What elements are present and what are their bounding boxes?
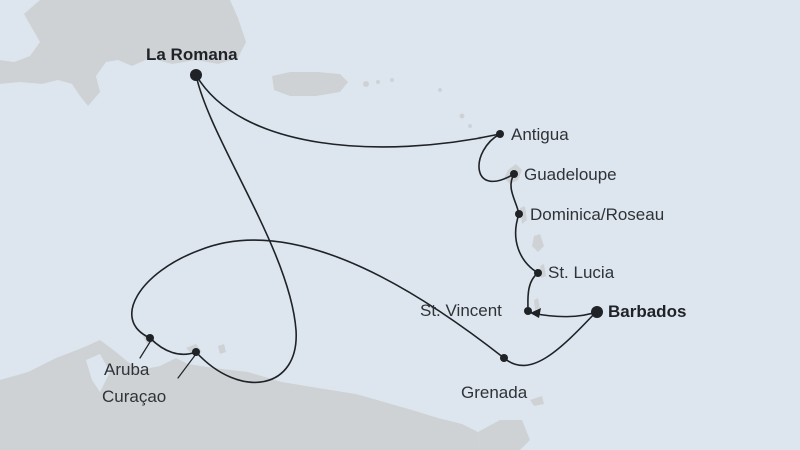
marker-antigua[interactable]: [496, 130, 504, 138]
port-label-aruba[interactable]: Aruba: [104, 360, 150, 379]
port-label-st-lucia[interactable]: St. Lucia: [548, 263, 615, 282]
port-label-st-vincent[interactable]: St. Vincent: [420, 301, 502, 320]
marker-dominica[interactable]: [515, 210, 523, 218]
marker-barbados[interactable]: [591, 306, 603, 318]
arrowhead-icon: [530, 308, 541, 318]
land-puerto-rico: [272, 72, 348, 96]
land-masses: [0, 0, 601, 450]
port-label-antigua[interactable]: Antigua: [511, 125, 569, 144]
route-line: [130, 74, 597, 384]
land-south-america: [0, 340, 480, 450]
marker-curacao[interactable]: [192, 348, 200, 356]
port-label-curacao[interactable]: Curaçao: [102, 387, 167, 406]
marker-aruba[interactable]: [146, 334, 154, 342]
marker-grenada[interactable]: [500, 354, 508, 362]
land-hispaniola: [0, 0, 246, 106]
port-label-dominica[interactable]: Dominica/Roseau: [530, 205, 665, 224]
marker-st-lucia[interactable]: [534, 269, 542, 277]
port-markers: [146, 69, 603, 362]
marker-la-romana[interactable]: [190, 69, 202, 81]
marker-guadeloupe[interactable]: [510, 170, 518, 178]
port-label-la-romana[interactable]: La Romana: [146, 45, 238, 64]
port-label-guadeloupe[interactable]: Guadeloupe: [524, 165, 617, 184]
marker-st-vincent[interactable]: [524, 307, 532, 315]
port-label-barbados[interactable]: Barbados: [608, 302, 687, 321]
port-label-grenada[interactable]: Grenada: [461, 383, 528, 402]
